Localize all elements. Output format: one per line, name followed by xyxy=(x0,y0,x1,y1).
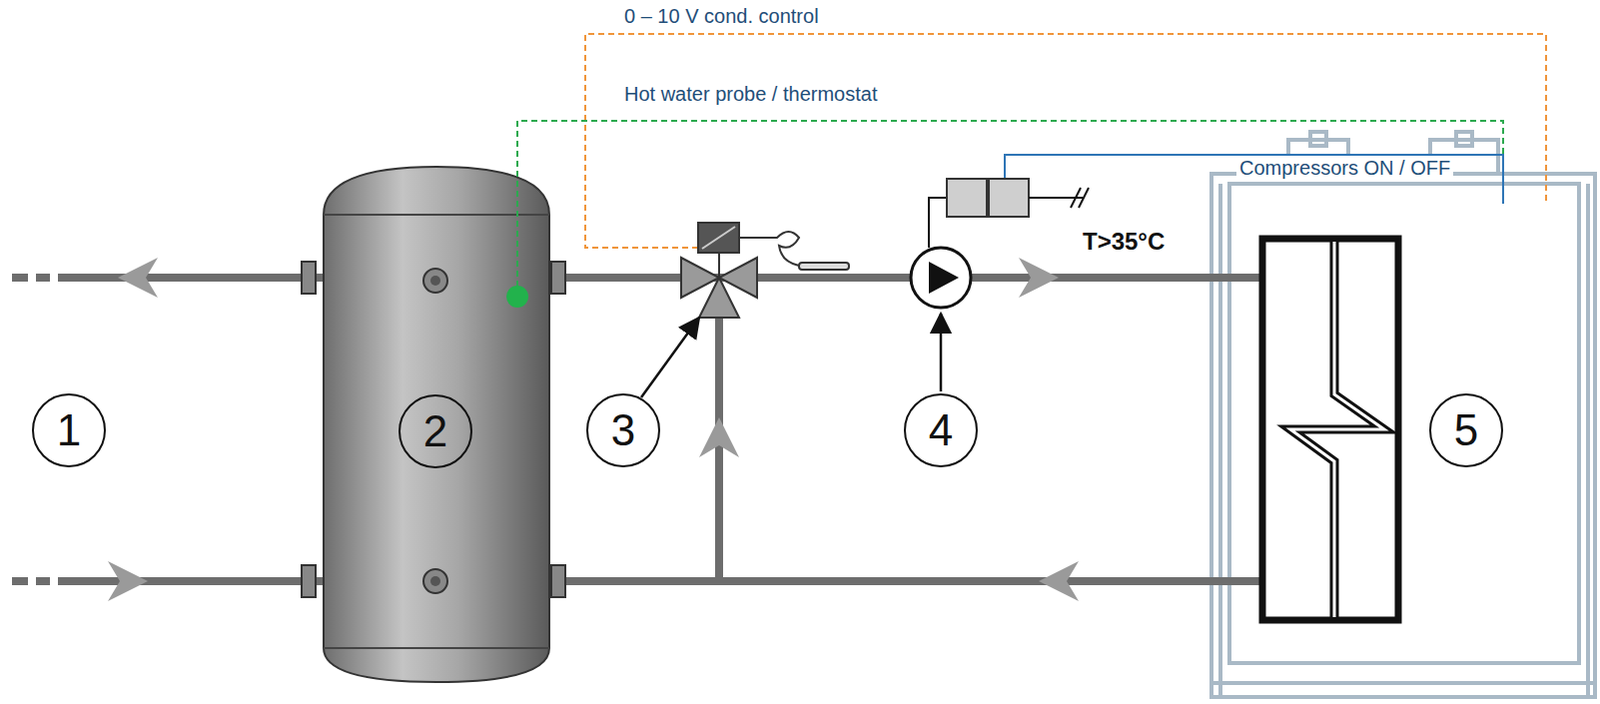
three-way-valve xyxy=(681,222,849,318)
heat-exchanger xyxy=(1262,238,1399,621)
unit-frame xyxy=(1211,131,1596,700)
callout-number: 1 xyxy=(56,408,81,453)
callout-circle: 5 xyxy=(1429,393,1504,468)
signal-label: 0 – 10 V cond. control xyxy=(621,3,822,28)
signal-label: Compressors ON / OFF xyxy=(1236,155,1454,180)
compressor-wire xyxy=(1004,154,1504,204)
pipes xyxy=(57,277,1261,582)
leader-arrow xyxy=(641,317,700,398)
flow-arrows xyxy=(107,257,1079,602)
callout-number: 5 xyxy=(1454,408,1479,453)
callout-number: 4 xyxy=(928,408,953,453)
condensation-control-wire xyxy=(585,33,1547,248)
leader-arrow xyxy=(939,313,943,392)
probe-dot xyxy=(506,285,529,308)
callout-circle: 2 xyxy=(398,394,473,469)
callout-number: 3 xyxy=(611,408,636,453)
callout-number: 2 xyxy=(423,409,448,454)
temperature-label: T>35°C xyxy=(1079,227,1168,256)
circulation-pump xyxy=(910,178,1089,308)
callout-circle: 3 xyxy=(586,393,661,468)
signal-label: Hot water probe / thermostat xyxy=(621,81,880,106)
storage-tank xyxy=(301,166,566,683)
callout-circle: 1 xyxy=(31,393,106,468)
callout-circle: 4 xyxy=(903,393,978,468)
